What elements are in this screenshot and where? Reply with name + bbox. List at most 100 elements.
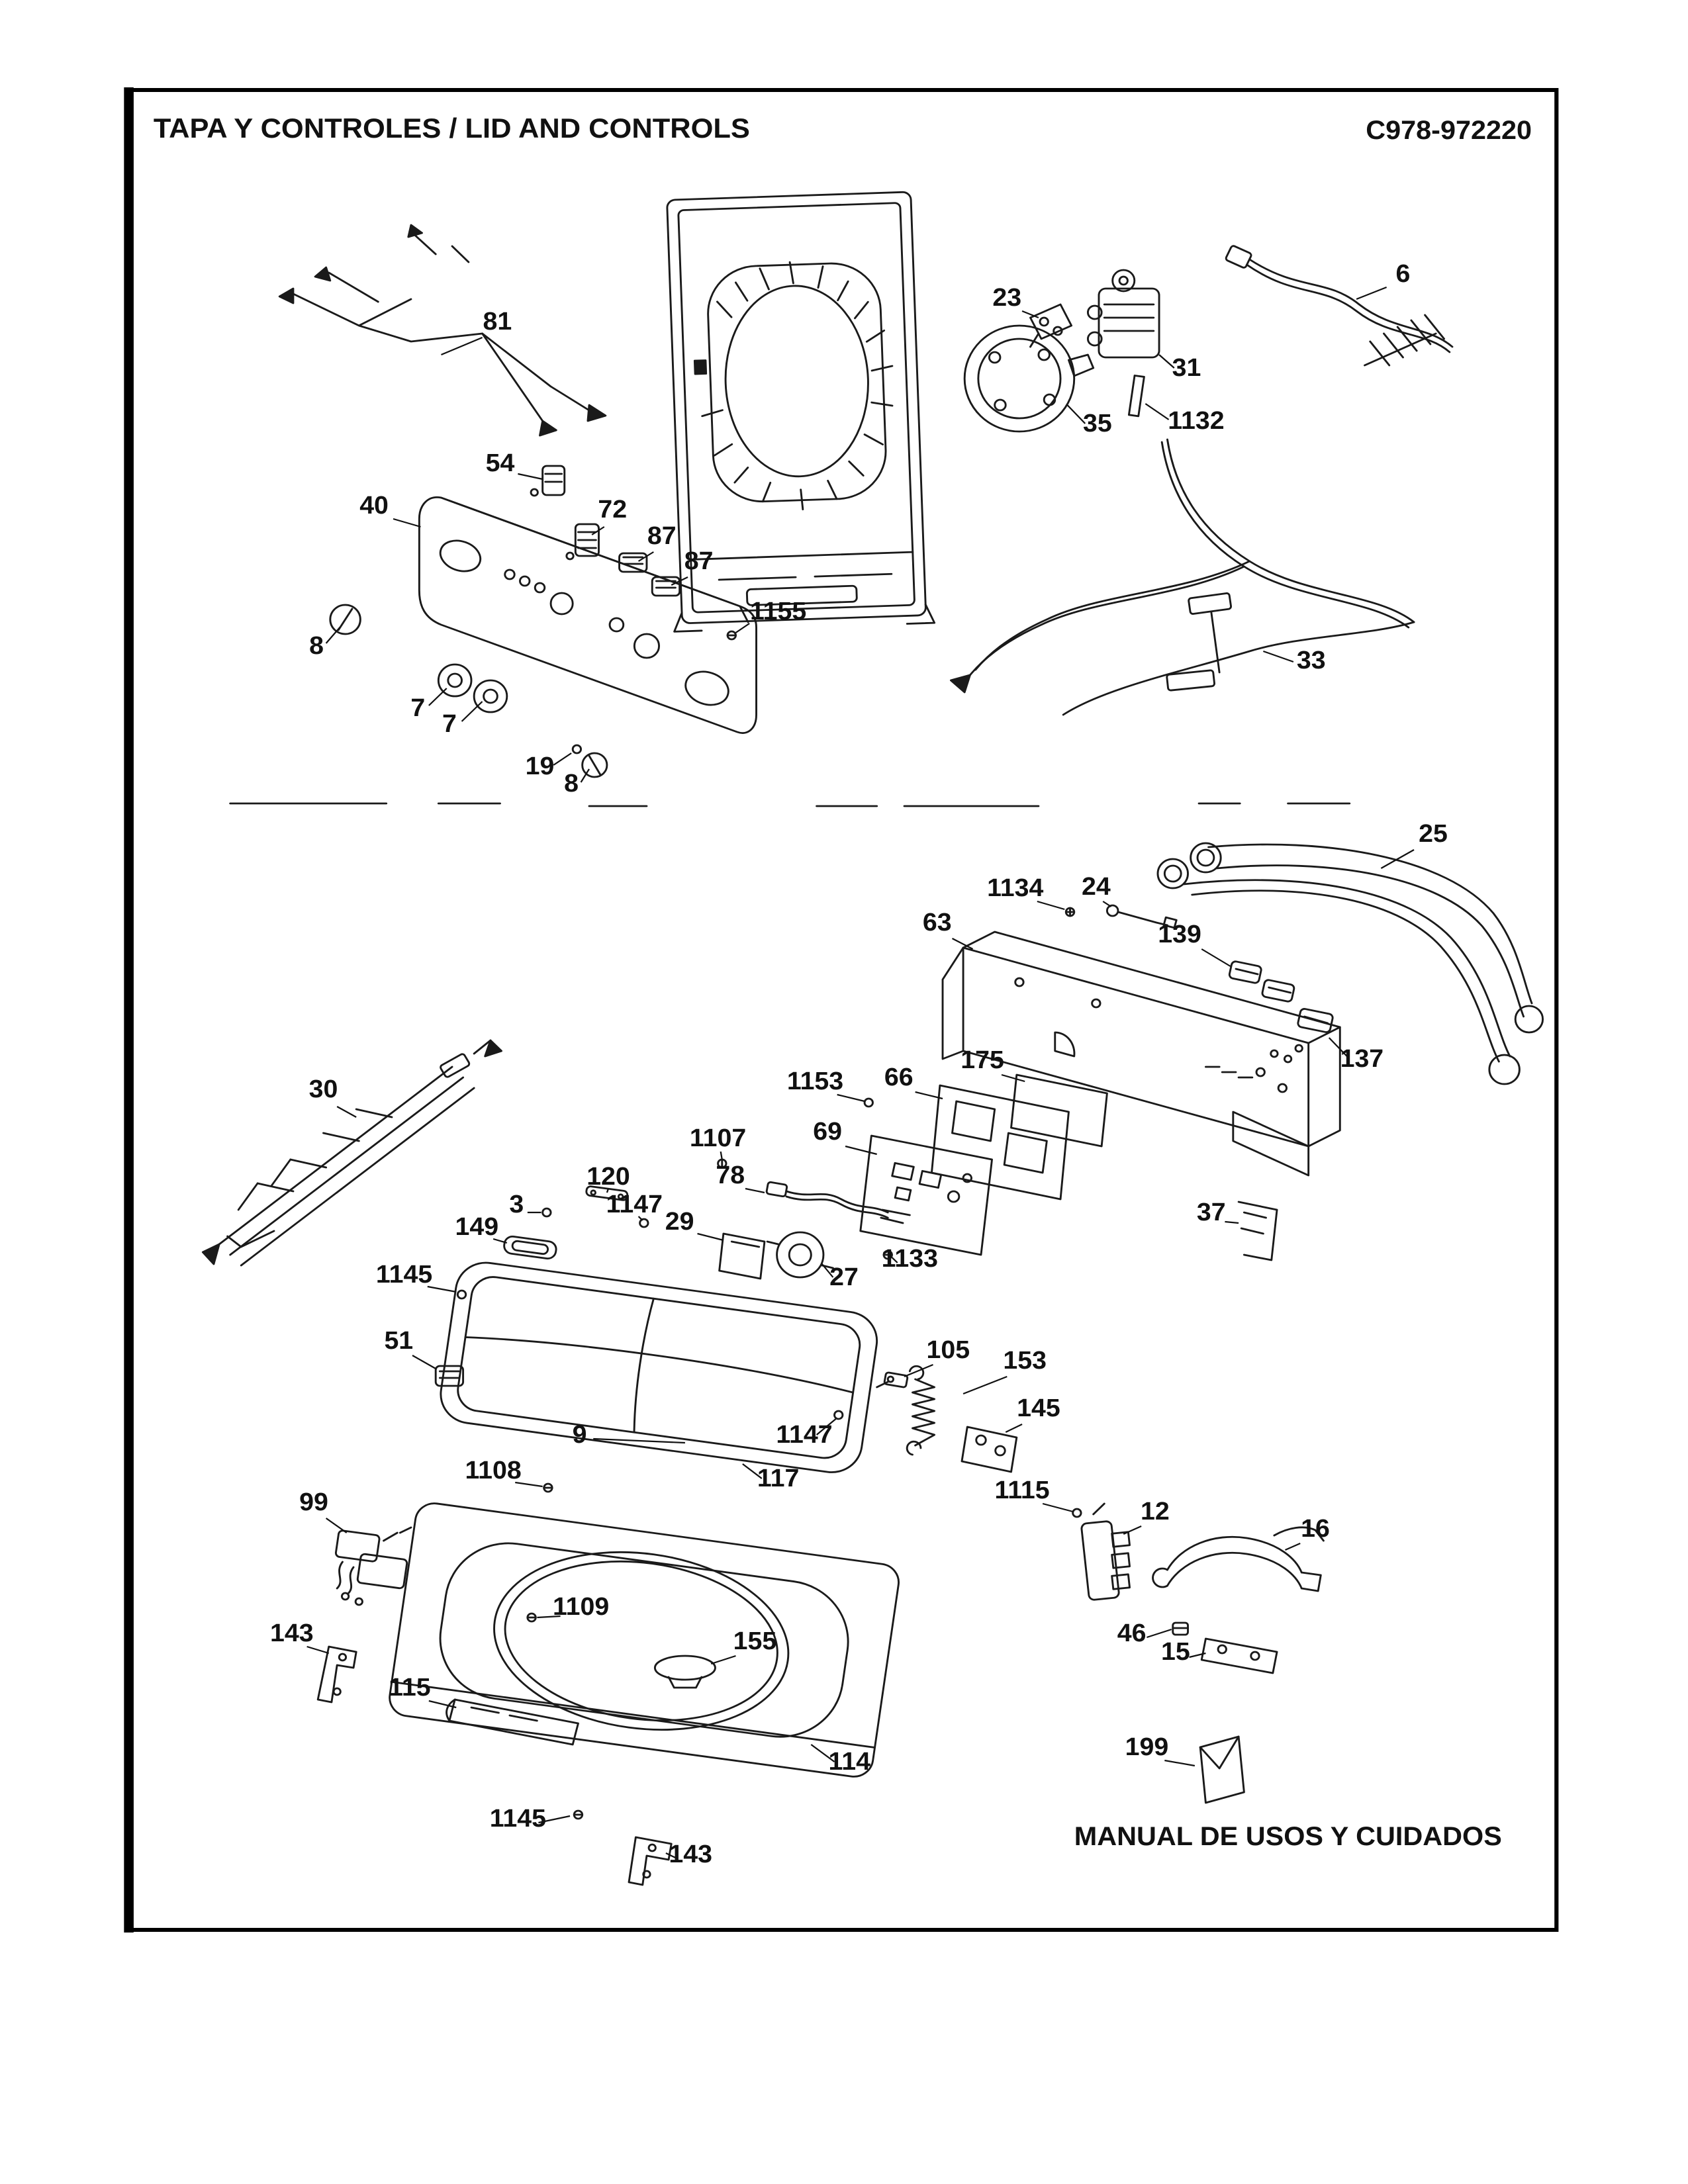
part-label-37: 37 (1197, 1199, 1226, 1226)
part-label-19: 19 (526, 752, 555, 780)
part-label-33: 33 (1297, 647, 1326, 674)
part-label-1134: 1134 (987, 874, 1044, 902)
bolt-24 (1105, 904, 1178, 929)
part-label-69: 69 (813, 1118, 842, 1146)
callout-leader-139 (1201, 948, 1231, 967)
clips-139 (1228, 960, 1295, 1003)
part-label-51: 51 (384, 1327, 413, 1355)
screw-1145b (573, 1809, 584, 1820)
screw-19 (571, 744, 583, 754)
rear-panel-63 (941, 931, 1341, 1177)
part-label-31: 31 (1172, 354, 1201, 382)
part-label-3: 3 (509, 1191, 524, 1218)
lid-switch-99 (334, 1526, 412, 1606)
callout-leader-66 (915, 1091, 943, 1100)
callout-leader-54 (518, 473, 543, 480)
page-title: TAPA Y CONTROLES / LID AND CONTROLS (154, 113, 750, 144)
part-label-1109: 1109 (553, 1593, 609, 1621)
callout-leader-114 (810, 1744, 835, 1762)
callout-leader-1153 (837, 1093, 865, 1103)
screw-1147b (833, 1410, 844, 1420)
callout-leader-31 (1158, 354, 1175, 369)
callout-leader-8 (580, 768, 590, 783)
bracket-143a (316, 1645, 357, 1704)
valve-12 (1080, 1502, 1131, 1601)
part-label-66: 66 (884, 1064, 914, 1091)
plate-175 (1010, 1073, 1108, 1148)
part-label-199: 199 (1125, 1733, 1169, 1761)
wire-harness-33 (949, 438, 1415, 716)
hinge-51 (434, 1365, 465, 1387)
part-label-29: 29 (665, 1208, 694, 1236)
callout-leader-23 (1021, 310, 1039, 319)
clip-37 (1237, 1201, 1278, 1261)
callout-leader-175 (1001, 1073, 1025, 1083)
bracket-143b (628, 1836, 673, 1886)
diagram-artwork (201, 191, 1544, 1886)
callout-leader-120 (606, 1188, 610, 1193)
callout-leader-153 (962, 1375, 1008, 1395)
part-label-175: 175 (961, 1046, 1004, 1074)
part-label-1115: 1115 (995, 1477, 1050, 1504)
callout-leader-7 (428, 688, 447, 706)
part-label-1133: 1133 (882, 1245, 938, 1273)
callout-leader-1133 (891, 1257, 898, 1263)
part-label-15: 15 (1161, 1638, 1190, 1666)
screw-1147a (639, 1218, 649, 1228)
callout-leader-145 (1005, 1424, 1023, 1433)
callout-leader-1109 (537, 1615, 561, 1619)
part-label-25: 25 (1419, 820, 1448, 848)
part-label-81: 81 (483, 308, 512, 336)
part-label-7: 7 (442, 710, 457, 738)
switch-23 (1029, 303, 1073, 348)
board-66 (931, 1084, 1070, 1201)
callout-leader-155 (710, 1655, 736, 1665)
footer-note: MANUAL DE USOS Y CUIDADOS (1074, 1821, 1502, 1851)
screw-1108 (543, 1482, 553, 1493)
part-label-1147: 1147 (776, 1421, 832, 1449)
part-label-40: 40 (359, 492, 389, 520)
part-label-27: 27 (829, 1263, 859, 1291)
part-label-54: 54 (486, 449, 515, 477)
callout-leader-33 (1262, 650, 1294, 663)
part-label-1153: 1153 (787, 1068, 843, 1095)
knob-8a (329, 604, 361, 635)
part-label-7: 7 (410, 694, 425, 722)
part-label-120: 120 (586, 1163, 630, 1191)
part-label-1132: 1132 (1168, 407, 1224, 435)
part-label-23: 23 (992, 284, 1021, 312)
part-label-1147: 1147 (606, 1191, 663, 1218)
screw-1115 (1072, 1508, 1082, 1518)
callout-leader-12 (1123, 1525, 1142, 1535)
section-separators (229, 802, 1351, 807)
rear-panel-window (666, 191, 936, 633)
part-label-78: 78 (716, 1161, 745, 1189)
callout-leader-1115 (1042, 1502, 1073, 1513)
part-label-105: 105 (927, 1336, 970, 1364)
rotor-35 (963, 324, 1095, 433)
callout-leader-24 (1102, 901, 1112, 907)
strip-1132 (1127, 375, 1145, 418)
callout-leader-149 (492, 1238, 508, 1244)
board-69 (859, 1134, 993, 1256)
part-label-16: 16 (1301, 1515, 1330, 1543)
clip-87a (618, 552, 648, 573)
bracket-145 (961, 1426, 1018, 1473)
callout-leader-27 (821, 1263, 834, 1278)
callout-leader-1134 (1037, 900, 1065, 911)
callout-leader-29 (697, 1232, 724, 1242)
callout-leader-1145 (538, 1815, 571, 1824)
screw-1109 (526, 1612, 537, 1623)
callout-leader-1132 (1145, 403, 1170, 420)
callout-leader-117 (742, 1463, 763, 1479)
bracket-15 (1200, 1637, 1278, 1674)
part-label-145: 145 (1017, 1394, 1060, 1422)
part-label-63: 63 (923, 909, 952, 936)
bracket-29 (718, 1232, 766, 1280)
part-label-12: 12 (1141, 1498, 1170, 1525)
callout-leader-40 (393, 518, 421, 528)
callout-leader-63 (951, 938, 974, 950)
hinge-115 (445, 1698, 579, 1746)
callout-leader-25 (1380, 849, 1415, 869)
